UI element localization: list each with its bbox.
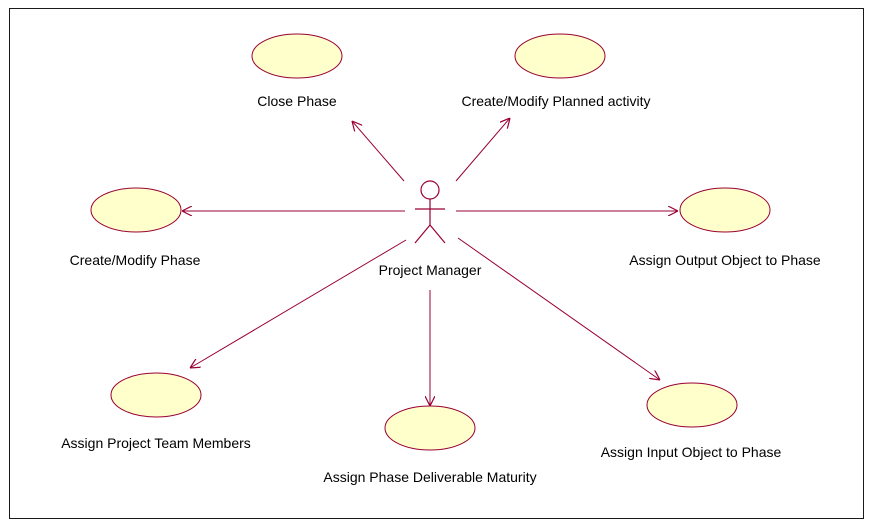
use-case-assign-output-object[interactable] [679,187,771,233]
actor-label: Project Manager [378,262,482,278]
actor-left-leg [414,224,431,244]
association-assign-team-members[interactable] [190,239,407,368]
use-case-modify-phase[interactable] [90,187,182,233]
association-modify-planned-activity[interactable] [455,118,510,182]
actor-right-leg [429,224,446,244]
use-case-label-modify-planned-activity: Create/Modify Planned activity [461,93,651,109]
association-assign-input-object[interactable] [457,237,660,380]
actor-icon[interactable] [414,180,446,244]
actor-head [420,180,440,200]
use-case-assign-team-members[interactable] [110,372,202,418]
use-case-label-assign-team-members: Assign Project Team Members [61,435,251,451]
use-case-label-assign-input-object: Assign Input Object to Phase [600,444,782,460]
use-case-assign-input-object[interactable] [646,382,738,428]
use-case-label-assign-output-object: Assign Output Object to Phase [629,252,821,268]
use-case-label-assign-deliverable-maturity: Assign Phase Deliverable Maturity [323,469,537,485]
use-case-assign-deliverable-maturity[interactable] [384,405,476,451]
use-case-label-close-phase: Close Phase [257,93,337,109]
association-close-phase[interactable] [352,121,405,182]
use-case-label-modify-phase: Create/Modify Phase [69,252,201,268]
use-case-modify-planned-activity[interactable] [514,33,606,79]
use-case-close-phase[interactable] [251,33,343,79]
